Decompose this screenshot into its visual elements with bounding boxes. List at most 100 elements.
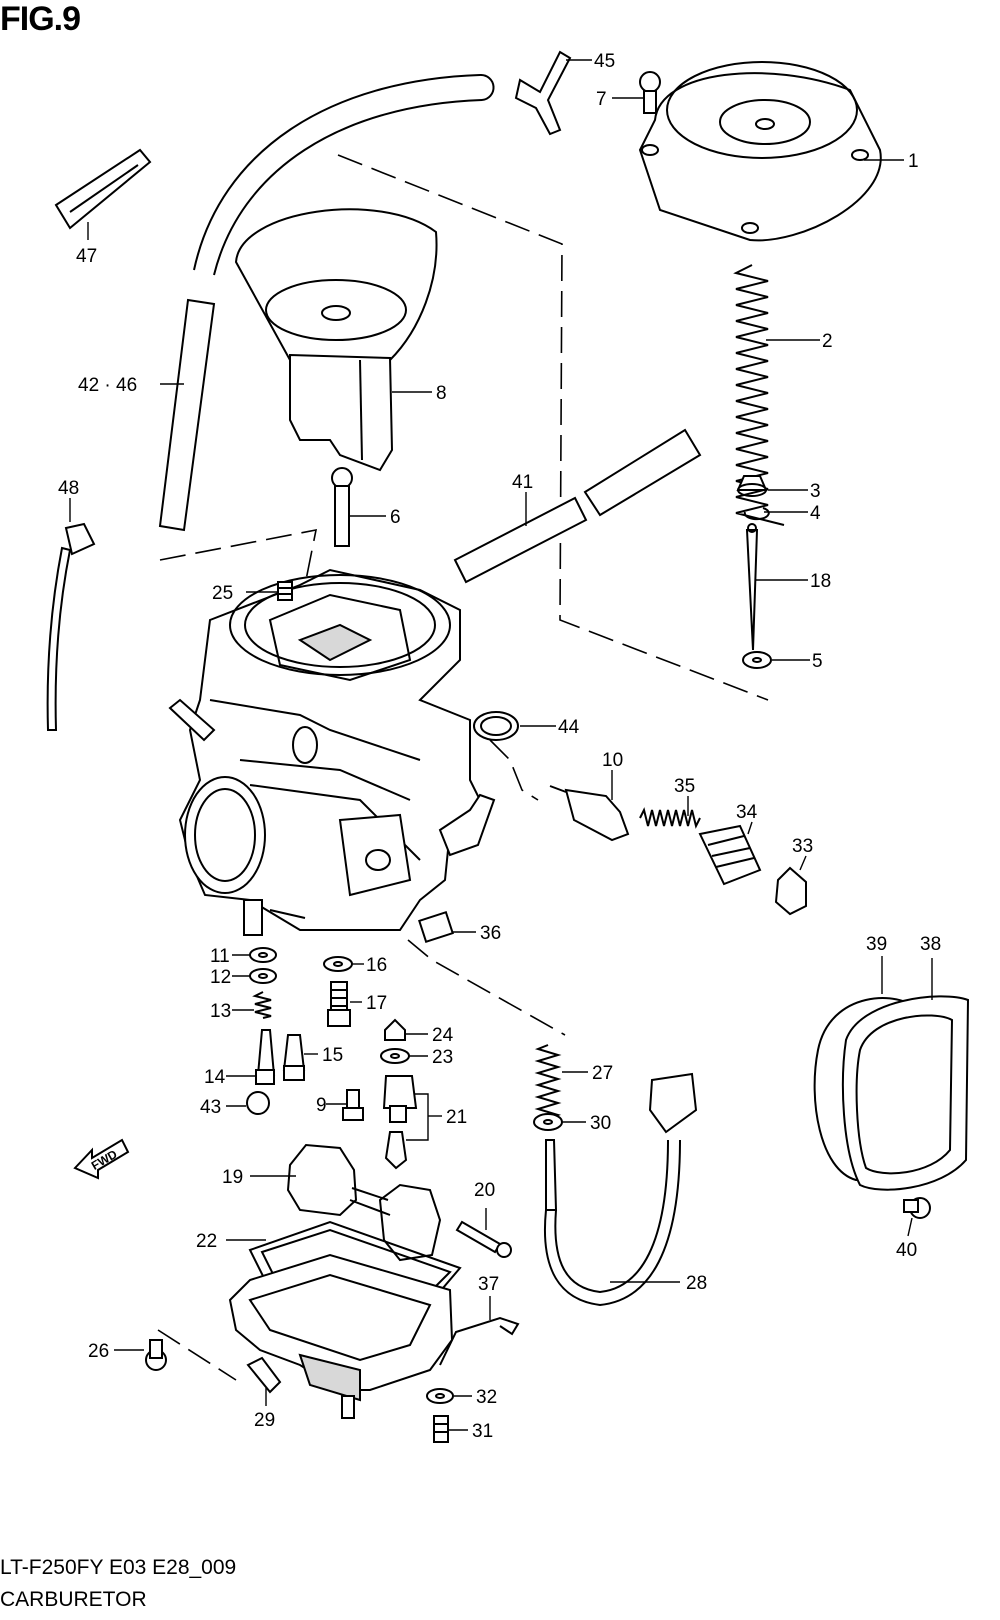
part-20-float-pin xyxy=(455,1220,512,1258)
part-5-washer xyxy=(742,651,772,669)
fwd-arrow-icon xyxy=(73,1138,130,1180)
part-44-o-ring xyxy=(473,711,519,741)
callout-41: 41 xyxy=(512,472,533,493)
part-43-plug xyxy=(246,1091,270,1115)
part-19-float xyxy=(286,1143,442,1262)
callout-9: 9 xyxy=(316,1095,327,1116)
callout-36: 36 xyxy=(480,923,501,944)
callout-numbers: 1 2 3 4 18 5 45 7 47 42 · 46 8 48 41 6 2… xyxy=(58,51,941,1442)
part-42-46-hose xyxy=(158,73,495,532)
callout-17: 17 xyxy=(366,993,387,1014)
part-16-washer xyxy=(323,956,353,972)
part-38-cover xyxy=(841,995,970,1191)
callout-23: 23 xyxy=(432,1047,453,1068)
part-34-plunger-nut xyxy=(698,824,762,886)
callout-14: 14 xyxy=(204,1067,226,1088)
callout-45: 45 xyxy=(594,51,615,72)
callout-25: 25 xyxy=(212,583,233,604)
part-37-bracket xyxy=(439,1316,520,1366)
carburetor-body xyxy=(168,568,496,936)
callout-11: 11 xyxy=(210,946,230,967)
part-9-main-jet xyxy=(342,1089,364,1121)
part-35-spring xyxy=(639,807,701,829)
callout-40: 40 xyxy=(896,1240,917,1261)
figure-title: FIG.9 xyxy=(0,0,81,38)
part-32-washer xyxy=(426,1388,454,1404)
part-17-main-jet-holder xyxy=(327,981,351,1027)
callout-24: 24 xyxy=(432,1025,454,1046)
callout-18: 18 xyxy=(810,571,831,592)
callout-34: 34 xyxy=(736,802,758,823)
part-31-drain-screw xyxy=(433,1415,449,1443)
part-47-bracket xyxy=(54,148,152,230)
callout-38: 38 xyxy=(920,934,941,955)
part-29-screw xyxy=(246,1356,282,1394)
part-13-spring xyxy=(252,991,272,1019)
part-23-washer xyxy=(380,1048,410,1064)
callout-6: 6 xyxy=(390,507,401,528)
assembly-guide-lines xyxy=(157,154,769,1381)
callout-20: 20 xyxy=(474,1180,495,1201)
callout-1: 1 xyxy=(908,151,919,172)
callout-35: 35 xyxy=(674,776,695,797)
callout-33: 33 xyxy=(792,836,813,857)
part-4-e-clip xyxy=(743,507,770,521)
callout-47: 47 xyxy=(76,246,97,267)
part-21-float-valve-set xyxy=(382,1075,418,1170)
callout-30: 30 xyxy=(590,1113,611,1134)
callout-39: 39 xyxy=(866,934,887,955)
part-6-needle-jet xyxy=(331,467,353,547)
callout-15: 15 xyxy=(322,1045,343,1066)
part-11-washer xyxy=(249,947,277,963)
part-48-cable-tie xyxy=(46,522,96,731)
part-41-tube xyxy=(453,428,702,584)
part-14-needle xyxy=(255,1029,276,1085)
part-1-top-cap xyxy=(638,61,882,242)
callout-42-46: 42 · 46 xyxy=(78,375,137,396)
callout-29: 29 xyxy=(254,1410,275,1431)
callout-5: 5 xyxy=(812,651,823,672)
callout-44: 44 xyxy=(558,717,580,738)
part-15-jet xyxy=(282,1034,306,1081)
callout-32: 32 xyxy=(476,1387,497,1408)
part-40-screw xyxy=(903,1197,931,1219)
part-10-starter-plunger xyxy=(549,785,630,842)
callout-4: 4 xyxy=(810,503,821,524)
callout-28: 28 xyxy=(686,1273,707,1294)
footer-model-code: LT-F250FY E03 E28_009 xyxy=(0,1556,237,1579)
callout-13: 13 xyxy=(210,1001,231,1022)
part-25-pilot-screw xyxy=(277,581,293,601)
callout-26: 26 xyxy=(88,1341,109,1362)
callout-8: 8 xyxy=(436,383,447,404)
part-12-washer xyxy=(249,968,277,984)
callout-2: 2 xyxy=(822,331,833,352)
part-8-piston-valve xyxy=(234,208,438,472)
part-36-fitting xyxy=(418,910,454,944)
callout-10: 10 xyxy=(602,750,623,771)
part-26-screw xyxy=(145,1339,167,1371)
callout-7: 7 xyxy=(596,89,607,110)
part-45-t-joint xyxy=(514,50,572,136)
float-chamber-body xyxy=(228,1253,454,1419)
part-7-screw xyxy=(639,71,661,114)
callout-48: 48 xyxy=(58,478,79,499)
part-28-throttle-cable xyxy=(544,1072,698,1307)
part-18-jet-needle xyxy=(745,523,759,651)
callout-19: 19 xyxy=(222,1167,243,1188)
part-24-cap xyxy=(384,1018,406,1041)
callout-22: 22 xyxy=(196,1231,217,1252)
part-33-rubber-cap xyxy=(774,866,807,916)
part-30-washer xyxy=(533,1113,563,1131)
callout-27: 27 xyxy=(592,1063,613,1084)
footer-section-name: CARBURETOR xyxy=(0,1588,147,1611)
leader-lines xyxy=(69,59,933,1431)
callout-12: 12 xyxy=(210,967,231,988)
part-3-spring-seat xyxy=(736,475,768,497)
callout-43: 43 xyxy=(200,1097,221,1118)
callout-37: 37 xyxy=(478,1274,499,1295)
callout-31: 31 xyxy=(472,1421,493,1442)
callout-21: 21 xyxy=(446,1107,467,1128)
part-27-spring xyxy=(534,1044,562,1120)
callout-16: 16 xyxy=(366,955,387,976)
